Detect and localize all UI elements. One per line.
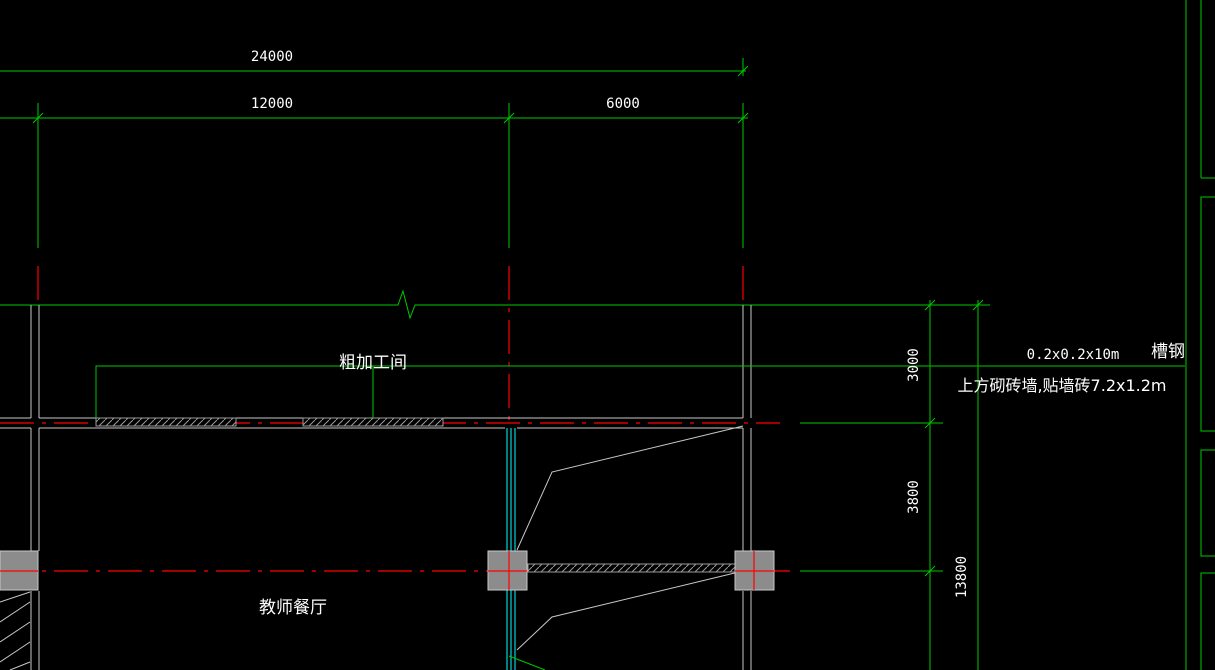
- brick-wall-segment-1: [95, 417, 237, 427]
- dim-text-top-total: 24000: [251, 49, 293, 65]
- leader-bottom: [508, 655, 546, 670]
- dim-text-right-middle: 3800: [906, 480, 922, 514]
- dim-tick-24000: [737, 65, 749, 77]
- right-dimension-chain: [800, 299, 984, 670]
- dim-tick-c: [737, 112, 749, 124]
- dim-tick-a: [32, 112, 44, 124]
- glazing-grid-b: [506, 428, 516, 670]
- break-line: [0, 289, 990, 320]
- room-label-upper: 粗加工间: [339, 353, 407, 373]
- brick-wall-segment-2: [302, 417, 444, 427]
- room-label-lower: 教师餐厅: [259, 598, 327, 618]
- dim-tick-b: [503, 112, 515, 124]
- column-axis-marks: [0, 551, 774, 590]
- dim-text-right-total: 13800: [954, 556, 970, 598]
- top-dimension-chain: [0, 58, 749, 248]
- dim-text-bay-b: 6000: [606, 96, 640, 112]
- hatched-wall: [0, 591, 31, 670]
- title-block-frame: [1185, 0, 1215, 670]
- note-beam-size: 0.2x0.2x10m: [1027, 347, 1120, 363]
- brick-wall-segment-3: [527, 563, 737, 573]
- note-beam-material: 槽钢: [1151, 342, 1185, 362]
- door-swing-lower: [516, 570, 744, 651]
- leader-room-label: [95, 365, 1185, 418]
- dim-text-bay-a: 12000: [251, 96, 293, 112]
- leader-lines: [95, 365, 1185, 670]
- dim-text-right-upper: 3000: [906, 348, 922, 382]
- door-swing-upper: [516, 425, 744, 551]
- note-wall: 上方砌砖墙,贴墙砖7.2x1.2m: [957, 376, 1166, 395]
